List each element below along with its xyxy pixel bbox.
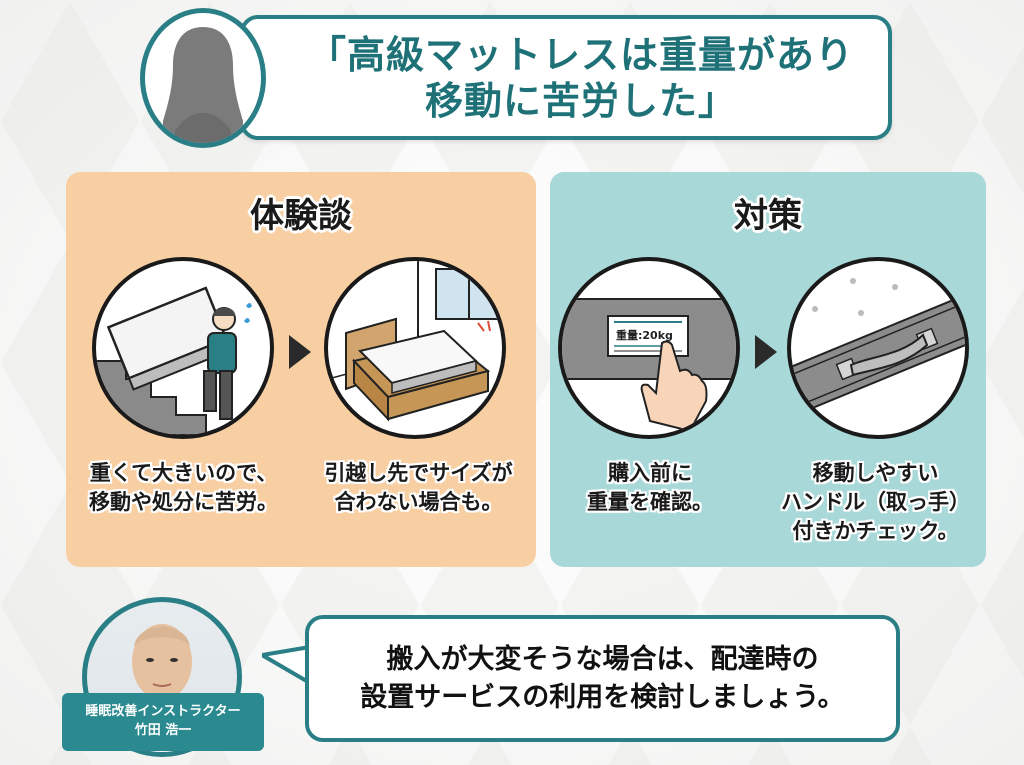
caption-line: 移動や処分に苦労。 bbox=[89, 490, 278, 514]
caption-line: 重量を確認。 bbox=[587, 490, 713, 514]
quote-line-1: 「高級マットレスは重量があり bbox=[307, 32, 854, 77]
svg-text:重量:20kg: 重量:20kg bbox=[616, 328, 673, 342]
countermeasure-title: 対策 bbox=[734, 196, 802, 236]
woman-silhouette-icon bbox=[163, 27, 243, 143]
countermeasure-caption-1: 購入前に 重量を確認。 bbox=[550, 459, 750, 517]
expert-advice-bubble: 搬入が大変そうな場合は、配達時の 設置サービスの利用を検討しましょう。 bbox=[305, 615, 900, 742]
countermeasure-caption-2: 移動しやすい ハンドル（取っ手） 付きかチェック。 bbox=[765, 459, 986, 546]
caption-line: 重くて大きいので、 bbox=[89, 461, 278, 485]
experience-caption-1: 重くて大きいので、 移動や処分に苦労。 bbox=[66, 459, 301, 517]
caption-line: 引越し先でサイズが bbox=[324, 461, 513, 485]
experience-title: 体験談 bbox=[250, 196, 352, 236]
expert-title: 睡眠改善インストラクター bbox=[85, 704, 241, 719]
caption-line: 購入前に bbox=[608, 461, 692, 485]
bed-frame-illustration bbox=[324, 257, 506, 439]
expert-name-badge: 睡眠改善インストラクター 竹田 浩一 bbox=[62, 693, 264, 751]
caption-line: 合わない場合も。 bbox=[334, 490, 503, 514]
arrow-right-icon bbox=[289, 335, 311, 369]
countermeasure-panel: 対策 重量:20kg 購入前に 重量を確認。 移動しやすい ハンドル bbox=[550, 172, 986, 567]
stairs-mattress-illustration bbox=[92, 257, 274, 439]
weight-label-illustration: 重量:20kg bbox=[558, 257, 740, 439]
quote-line-2: 移動に苦労した」 bbox=[424, 78, 737, 123]
caption-line: 移動しやすい bbox=[812, 461, 939, 485]
experience-panel: 体験談 bbox=[66, 172, 536, 567]
advice-line-1: 搬入が大変そうな場合は、配達時の bbox=[386, 643, 819, 675]
caption-line: ハンドル（取っ手） bbox=[781, 490, 970, 514]
caption-line: 付きかチェック。 bbox=[792, 519, 959, 543]
advice-line-2: 設置サービスの利用を検討しましょう。 bbox=[360, 681, 845, 713]
experience-caption-2: 引越し先でサイズが 合わない場合も。 bbox=[301, 459, 536, 517]
woman-silhouette-avatar bbox=[140, 8, 266, 148]
mattress-handle-illustration bbox=[787, 257, 969, 439]
quote-bubble: 「高級マットレスは重量があり 移動に苦労した」 bbox=[240, 15, 892, 140]
expert-name: 竹田 浩一 bbox=[134, 723, 192, 738]
arrow-right-icon bbox=[755, 335, 777, 369]
